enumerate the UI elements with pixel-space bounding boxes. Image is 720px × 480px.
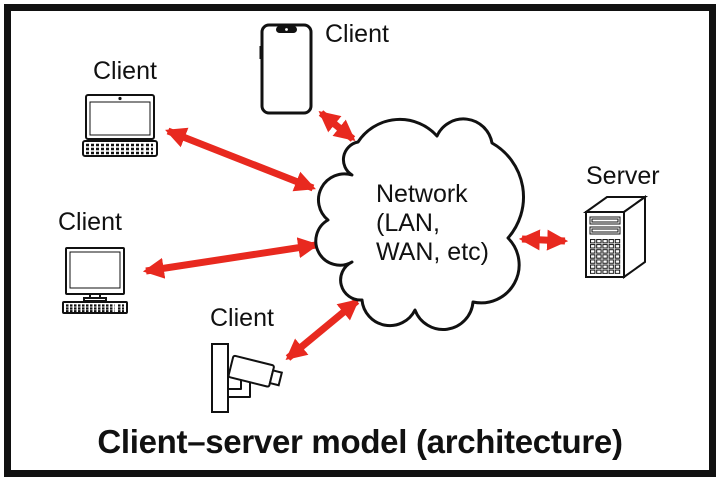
phone-client-label: Client: [325, 20, 389, 48]
network-cloud-label: Network (LAN, WAN, etc): [376, 180, 489, 267]
network-line-2: (LAN,: [376, 209, 440, 237]
diagram-title: Client–server model (architecture): [97, 423, 623, 460]
camera-client-label: Client: [210, 304, 274, 332]
network-line-3: WAN, etc): [376, 238, 489, 266]
arrow-desktop-network: [142, 237, 320, 279]
arrow-phone-network: [318, 110, 356, 142]
smartphone-icon: [259, 23, 313, 115]
server-icon: [582, 195, 649, 279]
network-cloud: [314, 117, 526, 331]
laptop-icon: [82, 94, 158, 157]
desktop-client-label: Client: [58, 208, 122, 236]
security-camera-icon: [211, 343, 284, 413]
arrow-laptop-network: [165, 127, 316, 192]
laptop-client-label: Client: [93, 57, 157, 85]
arrow-server-network: [518, 229, 569, 251]
arrow-camera-network: [285, 298, 360, 361]
desktop-computer-icon: [62, 247, 128, 314]
server-label: Server: [586, 162, 660, 190]
network-line-1: Network: [376, 180, 468, 208]
border-frame: [4, 4, 716, 477]
